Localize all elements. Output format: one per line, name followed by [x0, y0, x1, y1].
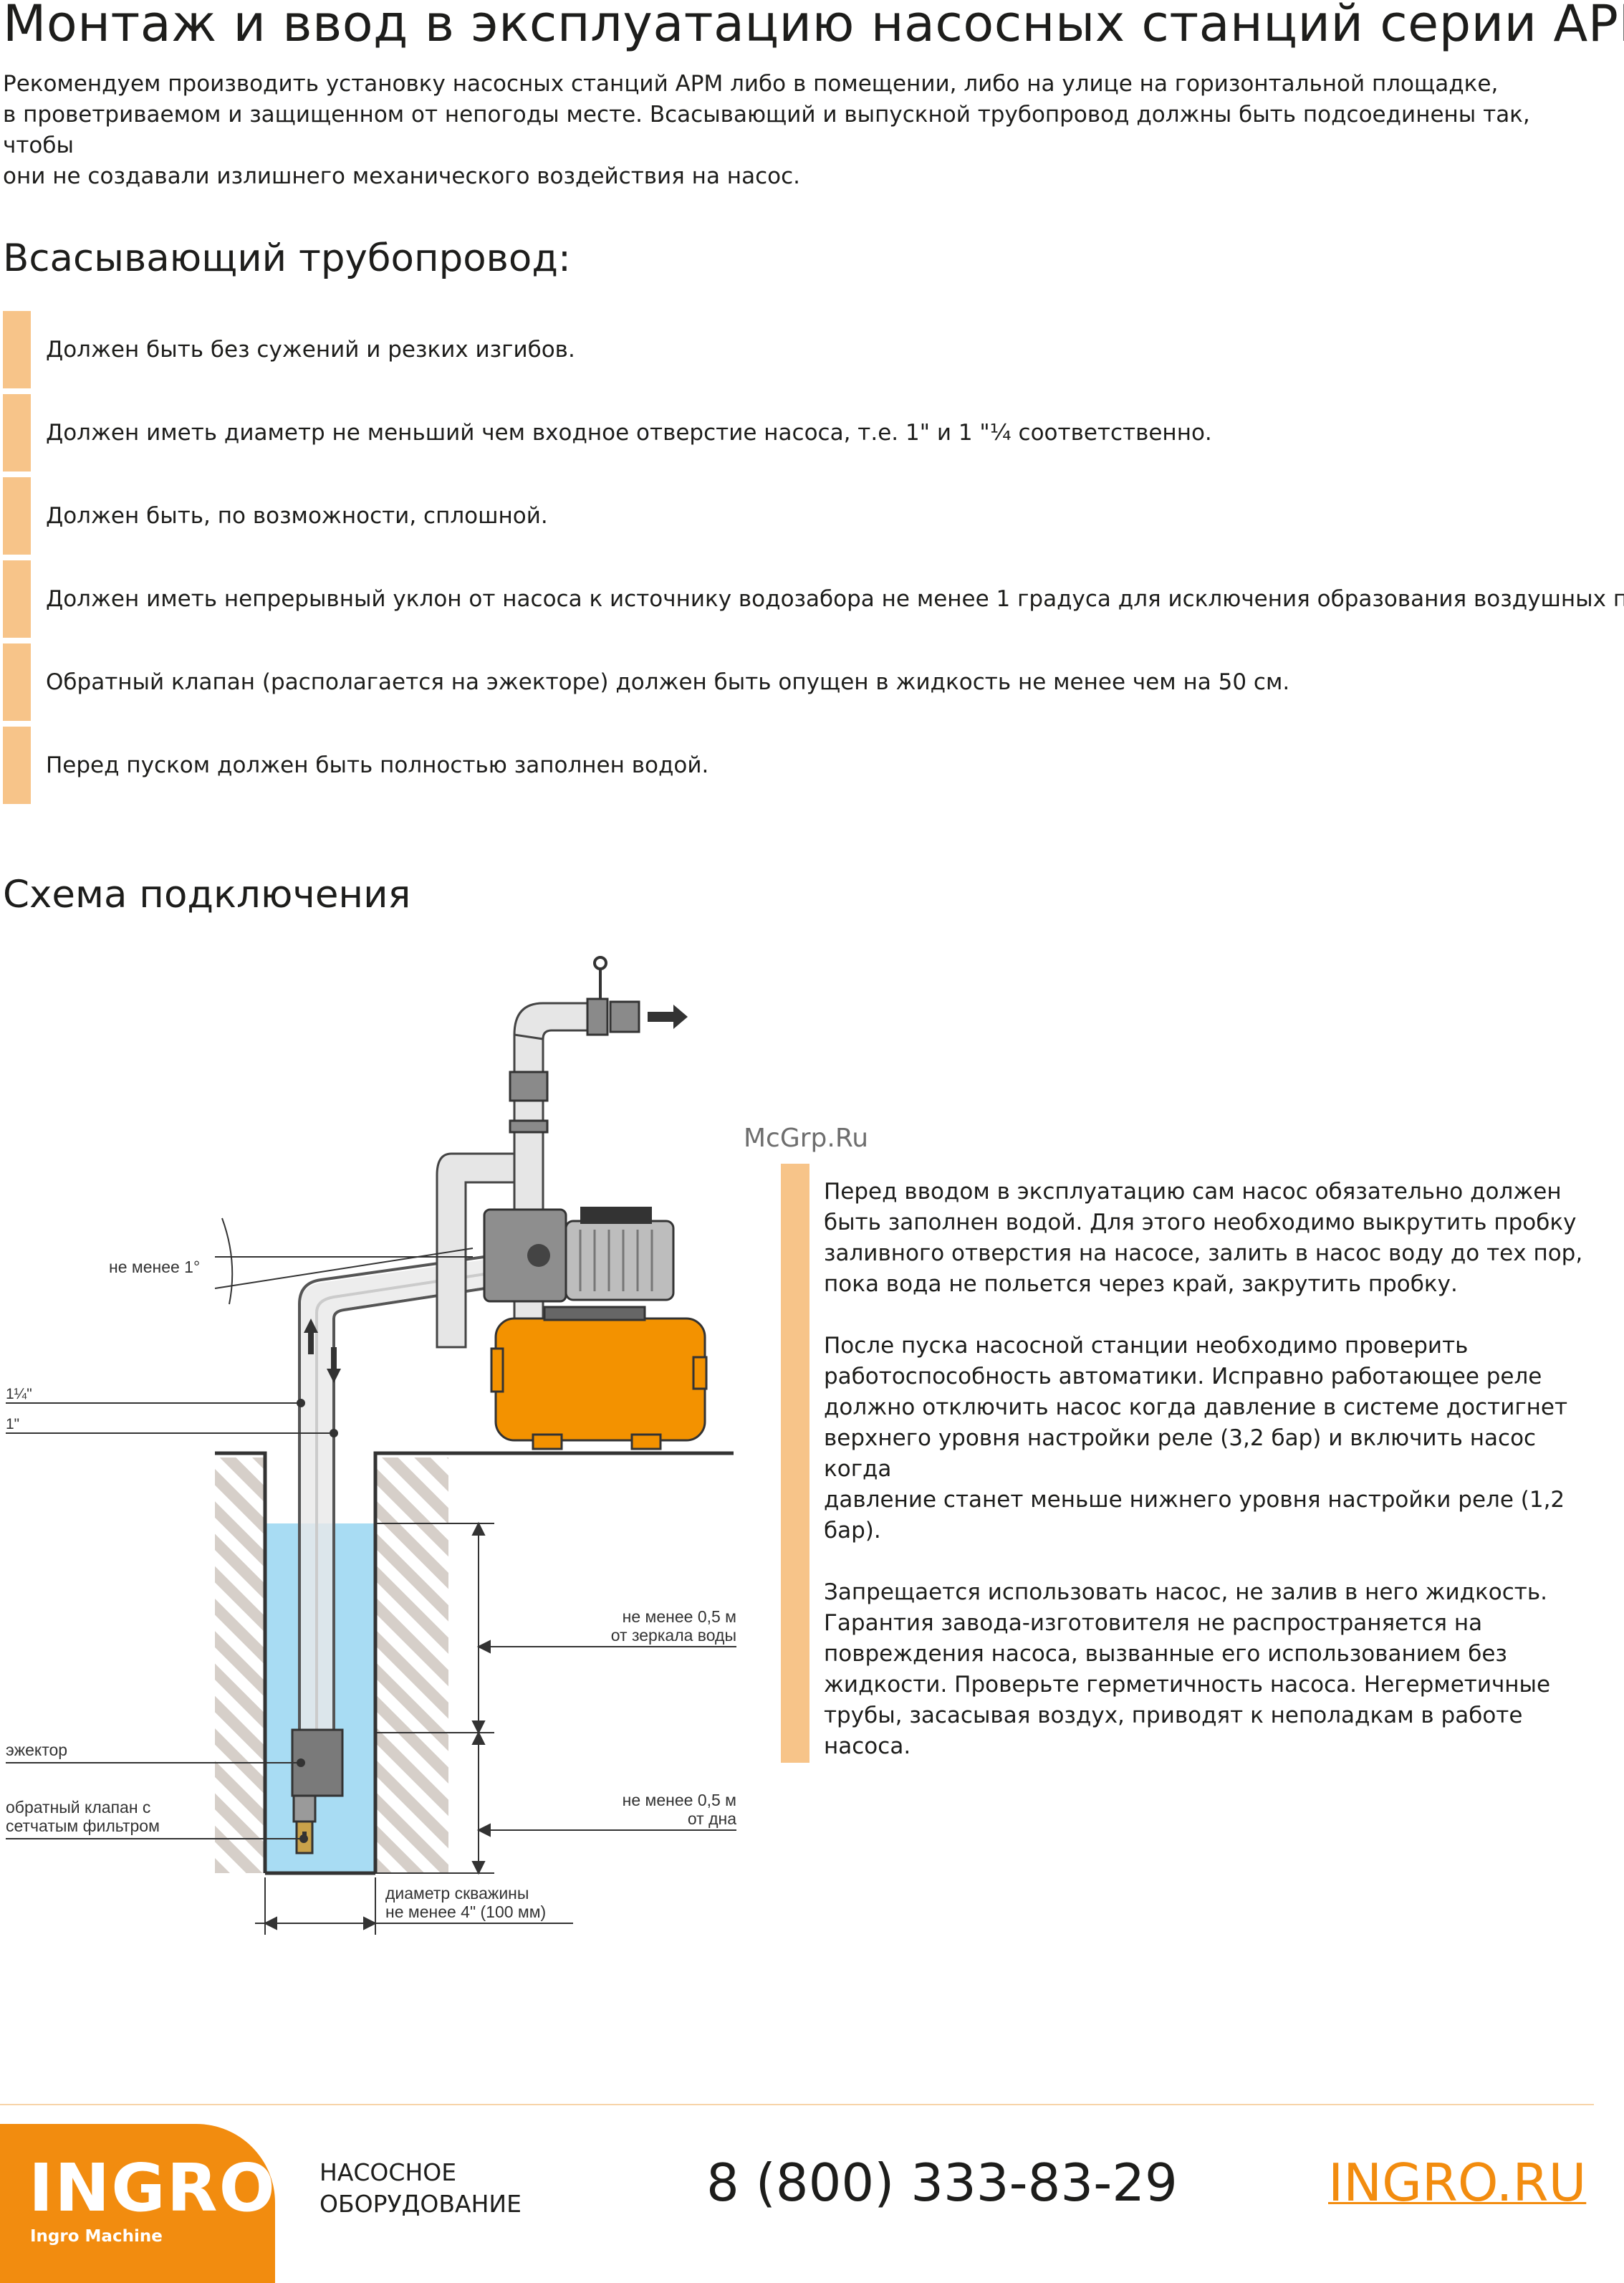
accent-bar [3, 477, 31, 555]
pressure-tank [494, 1317, 706, 1442]
list-item: Должен быть без сужений и резких изгибов… [0, 310, 1624, 393]
well-wall-left [215, 1458, 264, 1873]
footer-site-link[interactable]: INGRO.RU [1328, 2153, 1587, 2213]
accent-bar [3, 560, 31, 638]
accent-bar [781, 1164, 809, 1763]
well-diameter-line1: диаметр скважины [385, 1884, 529, 1902]
list-item: Должен иметь диаметр не меньший чем вход… [0, 393, 1624, 476]
requirement-text: Должен быть, по возможности, сплошной. [46, 503, 548, 529]
page-title: Монтаж и ввод в эксплуатацию насосных ст… [3, 0, 1624, 53]
list-item: Должен быть, по возможности, сплошной. [0, 476, 1624, 559]
note-paragraph: Запрещается использовать насос, не залив… [824, 1579, 1551, 1759]
depth-mirror-line2: от зеркала воды [611, 1626, 736, 1645]
requirements-list: Должен быть без сужений и резких изгибов… [0, 310, 1624, 808]
notes-block: Перед вводом в эксплуатацию сам насос об… [824, 1177, 1583, 1793]
pump-motor [564, 1220, 675, 1301]
valve-label-line2: сетчатым фильтром [6, 1817, 160, 1835]
depth-bottom-line2: от дна [688, 1809, 736, 1828]
footer-divider [0, 2104, 1594, 2105]
valve-label-line1: обратный клапан с [6, 1798, 150, 1817]
list-item: Должен иметь непрерывный уклон от насоса… [0, 559, 1624, 642]
requirement-text: Обратный клапан (располагается на эжекто… [46, 669, 1290, 695]
accent-bar [3, 643, 31, 721]
note-paragraph: Перед вводом в эксплуатацию сам насос об… [824, 1179, 1583, 1297]
requirement-text: Должен иметь непрерывный уклон от насоса… [46, 586, 1624, 612]
intro-text: Рекомендуем производить установку насосн… [3, 71, 1530, 189]
logo [0, 2124, 275, 2283]
depth-mirror-line1: не менее 0,5 м [623, 1607, 736, 1626]
suction-heading: Всасывающий трубопровод: [3, 236, 571, 280]
note-paragraph: После пуска насосной станции необходимо … [824, 1333, 1568, 1543]
pipe-small-label: 1" [6, 1416, 19, 1432]
depth-bottom-line1: не менее 0,5 м [623, 1791, 736, 1809]
footer-category: НАСОСНОЕ ОБОРУДОВАНИЕ [319, 2158, 522, 2218]
footer-phone[interactable]: 8 (800) 333-83-29 [706, 2153, 1178, 2213]
slope-label: не менее 1° [109, 1258, 200, 1276]
logo-text: INGRO [29, 2150, 277, 2226]
well-diameter-line2: не менее 4" (100 мм) [385, 1902, 546, 1921]
list-item: Обратный клапан (располагается на эжекто… [0, 642, 1624, 725]
accent-bar [3, 311, 31, 388]
ejector-label: эжектор [6, 1741, 67, 1759]
pump-head [483, 1208, 567, 1303]
accent-bar [3, 394, 31, 472]
logo-subtitle: Ingro Machine [30, 2227, 163, 2246]
list-item: Перед пуском должен быть полностью запол… [0, 725, 1624, 808]
requirement-text: Перед пуском должен быть полностью запол… [46, 752, 709, 778]
accent-bar [3, 727, 31, 804]
connection-diagram: не менее 1° 1¼" 1" эжектор обратный клап… [6, 956, 736, 1935]
pipe-large-label: 1¼" [6, 1386, 32, 1402]
requirement-text: Должен быть без сужений и резких изгибов… [46, 337, 575, 363]
scheme-heading: Схема подключения [3, 873, 411, 916]
requirement-text: Должен иметь диаметр не меньший чем вход… [46, 420, 1212, 446]
watermark: McGrp.Ru [744, 1124, 869, 1153]
well-wall-right [375, 1458, 448, 1873]
